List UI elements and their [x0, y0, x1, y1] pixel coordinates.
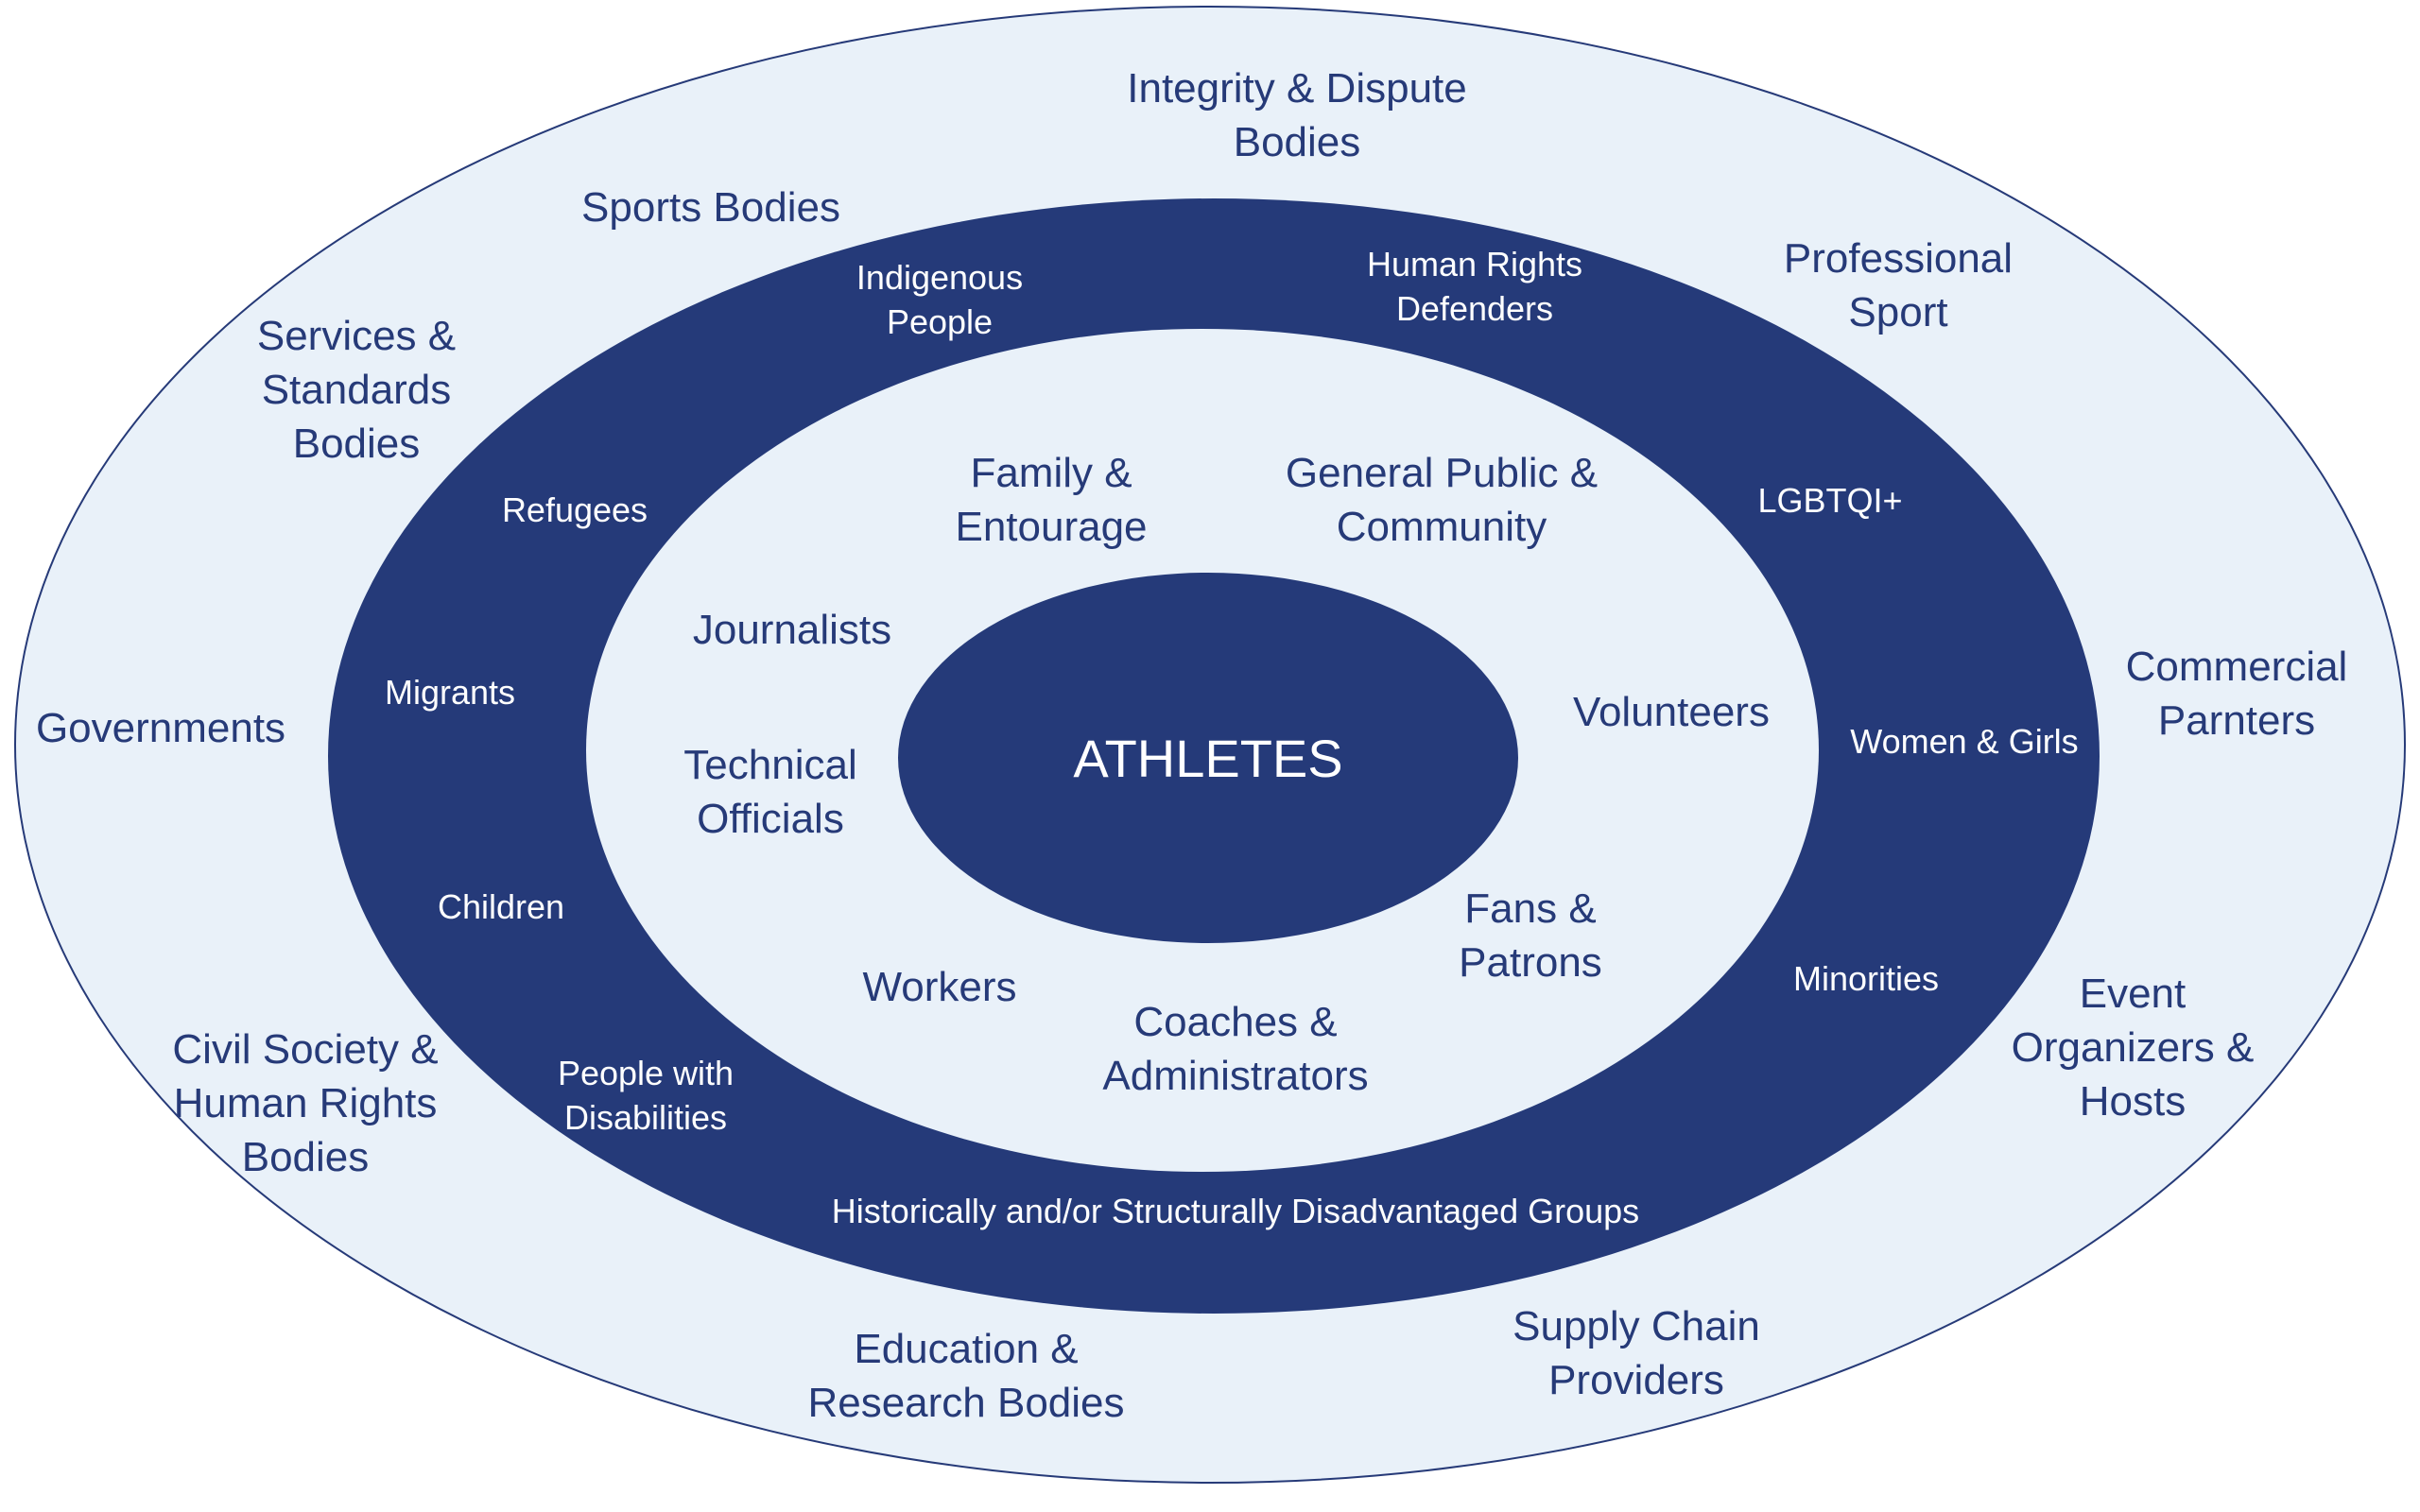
general-public-community-label: General Public & Community	[1286, 450, 1598, 550]
coaches-administrators-label-line-2: Administrators	[1102, 1053, 1368, 1099]
refugees-label-line-1: Refugees	[502, 490, 648, 529]
fans-patrons-label-line-1: Fans &	[1464, 885, 1596, 932]
indigenous-people-label-line-2: People	[887, 302, 993, 341]
services-standards-bodies-label-line-2: Standards	[262, 367, 452, 413]
athletes-label: ATHLETES	[1073, 729, 1342, 788]
commercial-partners-label-line-1: Commercial	[2126, 644, 2348, 690]
event-organizers-hosts-label-line-3: Hosts	[2080, 1078, 2186, 1125]
migrants-label-line-1: Migrants	[385, 673, 515, 712]
children-label-line-1: Children	[438, 887, 564, 926]
services-standards-bodies-label-line-3: Bodies	[293, 421, 421, 467]
civil-society-human-rights-label-line-1: Civil Society &	[172, 1026, 438, 1073]
refugees-label: Refugees	[502, 490, 648, 529]
people-with-disabilities-label-line-2: Disabilities	[564, 1098, 727, 1137]
human-rights-defenders-label-line-2: Defenders	[1396, 289, 1553, 328]
education-research-bodies-label: Education & Research Bodies	[807, 1326, 1124, 1426]
supply-chain-providers-label-line-1: Supply Chain	[1512, 1303, 1760, 1349]
supply-chain-providers-label-line-2: Providers	[1548, 1357, 1724, 1403]
sports-bodies-label-line-1: Sports Bodies	[581, 184, 840, 231]
minorities-label: Minorities	[1793, 959, 1939, 998]
professional-sport-label-line-2: Sport	[1848, 289, 1947, 335]
disadvantaged-groups-title: Historically and/or Structurally Disadva…	[832, 1192, 1639, 1230]
coaches-administrators-label-line-1: Coaches &	[1133, 999, 1337, 1045]
integrity-dispute-bodies-label-line-1: Integrity & Dispute	[1127, 65, 1467, 112]
governments-label: Governments	[36, 705, 285, 751]
journalists-label-line-1: Journalists	[693, 607, 891, 653]
family-entourage-label-line-2: Entourage	[955, 504, 1147, 550]
civil-society-human-rights-label-line-2: Human Rights	[174, 1080, 438, 1126]
migrants-label: Migrants	[385, 673, 515, 712]
human-rights-defenders-label-line-1: Human Rights	[1367, 245, 1582, 284]
event-organizers-hosts-label-line-2: Organizers &	[2012, 1024, 2255, 1071]
volunteers-label-line-1: Volunteers	[1573, 689, 1770, 735]
sports-bodies-label: Sports Bodies	[581, 184, 840, 231]
people-with-disabilities-label-line-1: People with	[558, 1054, 734, 1092]
workers-label: Workers	[863, 964, 1017, 1010]
coaches-administrators-label: Coaches & Administrators	[1102, 999, 1368, 1099]
fans-patrons-label-line-2: Patrons	[1459, 939, 1602, 986]
lgbtqi-label-line-1: LGBTQI+	[1757, 481, 1902, 520]
family-entourage-label: Family & Entourage	[955, 450, 1147, 550]
children-label: Children	[438, 887, 564, 926]
workers-label-line-1: Workers	[863, 964, 1017, 1010]
volunteers-label: Volunteers	[1573, 689, 1770, 735]
lgbtqi-label: LGBTQI+	[1757, 481, 1902, 520]
general-public-community-label-line-1: General Public &	[1286, 450, 1598, 496]
women-girls-label-line-1: Women & Girls	[1850, 722, 2078, 761]
technical-officials-label-line-1: Technical	[683, 742, 856, 788]
family-entourage-label-line-1: Family &	[970, 450, 1132, 496]
governments-label-line-1: Governments	[36, 705, 285, 751]
indigenous-people-label-line-1: Indigenous	[856, 258, 1023, 297]
journalists-label: Journalists	[693, 607, 891, 653]
event-organizers-hosts-label-line-1: Event	[2080, 971, 2187, 1017]
services-standards-bodies-label-line-1: Services &	[257, 313, 456, 359]
professional-sport-label-line-1: Professional	[1784, 235, 2013, 282]
technical-officials-label-line-2: Officials	[697, 796, 844, 842]
disadvantaged-groups-title-line-1: Historically and/or Structurally Disadva…	[832, 1192, 1639, 1230]
civil-society-human-rights-label-line-3: Bodies	[242, 1134, 370, 1180]
commercial-partners-label-line-2: Parnters	[2158, 697, 2315, 744]
athletes-core-ellipse	[898, 573, 1518, 943]
education-research-bodies-label-line-2: Research Bodies	[807, 1380, 1124, 1426]
general-public-community-label-line-2: Community	[1337, 504, 1547, 550]
minorities-label-line-1: Minorities	[1793, 959, 1939, 998]
fans-patrons-label: Fans & Patrons	[1459, 885, 1602, 986]
integrity-dispute-bodies-label-line-2: Bodies	[1234, 119, 1361, 165]
education-research-bodies-label-line-1: Education &	[854, 1326, 1078, 1372]
women-girls-label: Women & Girls	[1850, 722, 2078, 761]
